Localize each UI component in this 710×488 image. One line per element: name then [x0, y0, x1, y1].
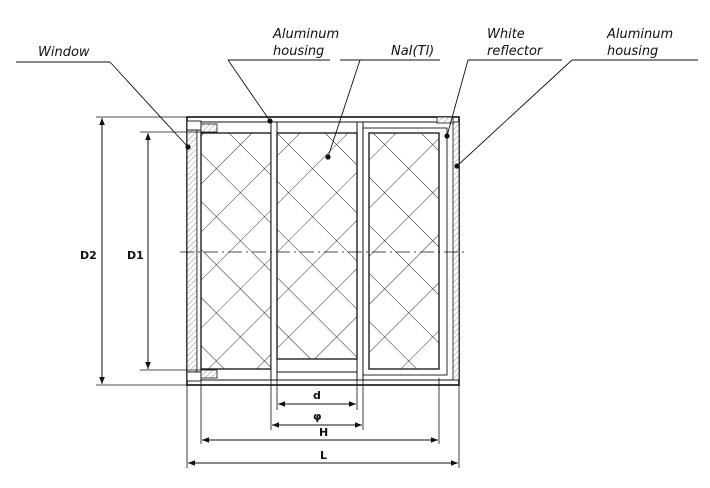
label-reflector-2: reflector [487, 44, 544, 59]
crystal-center [276, 132, 358, 360]
label-phi: φ [313, 410, 322, 423]
label-d2: D2 [80, 249, 97, 262]
label-housing-right-2: housing [607, 44, 658, 59]
label-housing-left-1: Aluminum [272, 27, 339, 42]
right-wall [452, 121, 460, 381]
dot-reflector [444, 133, 450, 139]
label-housing-left-2: housing [273, 44, 324, 59]
window-flange-bottom [186, 371, 202, 382]
dot-window [185, 144, 191, 150]
label-reflector-1: White [487, 27, 525, 42]
top-clip [436, 116, 454, 124]
well-liner-left [270, 121, 278, 381]
leader-nai [327, 59, 361, 158]
label-d1: D1 [127, 249, 144, 262]
detector-body [180, 116, 466, 386]
label-window: Window [38, 45, 90, 60]
label-nai: NaI(Tl) [391, 44, 434, 59]
callout-labels: Window Aluminum housing NaI(Tl) White re… [38, 27, 673, 60]
label-d: d [313, 389, 321, 402]
label-l: L [320, 449, 327, 462]
leader-housing-right [456, 59, 573, 167]
reflector-outline [362, 127, 448, 376]
leader-reflector [446, 59, 469, 137]
label-housing-right-1: Aluminum [606, 27, 673, 42]
window-flange-top [186, 120, 202, 131]
leader-housing-left [227, 59, 271, 122]
leader-window [109, 61, 189, 148]
dimension-labels: D2 D1 d φ H L [80, 249, 328, 462]
window-ring-bottom [200, 369, 218, 379]
label-h: H [319, 426, 328, 439]
dot-nai [325, 154, 331, 160]
dot-housing-right [454, 163, 460, 169]
dimension-lines [99, 118, 458, 466]
dot-housing-left [267, 118, 273, 124]
well-liner-right [356, 121, 364, 381]
crystal-right [368, 132, 440, 370]
window-ring-top [200, 123, 218, 133]
callout-leaders [16, 59, 698, 169]
crystal-left [200, 132, 272, 370]
extension-lines [96, 116, 460, 468]
window-plate [186, 129, 198, 373]
